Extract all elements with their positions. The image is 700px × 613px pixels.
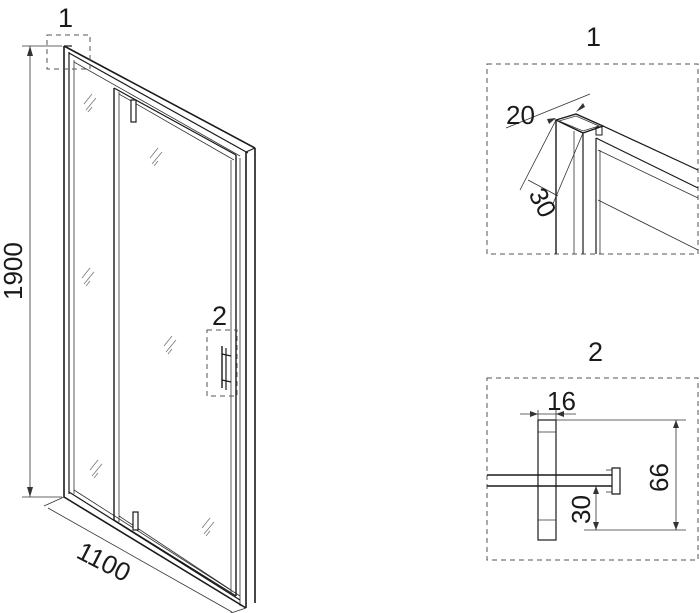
callout-1-label: 1 [58, 3, 73, 33]
detail-2-wall-profile [537, 419, 557, 541]
left-wall-profile [63, 45, 75, 497]
glass-reflection-marks [81, 93, 215, 537]
width-dimension-label: 1100 [72, 536, 135, 588]
callout-2-label: 2 [212, 301, 227, 331]
bottom-profile [63, 489, 247, 609]
callout-box-1 [46, 34, 91, 70]
top-profile [63, 45, 256, 157]
height-dimension-label: 1900 [0, 242, 28, 300]
door-leaf-frame [113, 87, 237, 597]
detail-1-dim-20-label: 20 [506, 100, 535, 130]
height-dimension-line [22, 45, 62, 498]
detail-1-title: 1 [586, 22, 601, 52]
detail-1-corner-profile [554, 113, 699, 254]
detail-2-dim-16-line [520, 410, 576, 420]
detail-2-title: 2 [588, 337, 603, 367]
detail-2-dim-66-label: 66 [644, 463, 674, 492]
bottom-pivot-hinge [132, 511, 139, 531]
detail-2-dim-30-label: 30 [566, 495, 596, 524]
detail-1-dim-30-line [519, 119, 584, 207]
detail-1-view [486, 63, 699, 255]
detail-2-dim-16-label: 16 [547, 386, 576, 416]
detail-2-dim-30-line [584, 486, 606, 531]
top-pivot-hinge [130, 99, 137, 123]
callout-box-2 [206, 329, 238, 397]
detail-2-frame [486, 377, 699, 561]
right-wall-profile [239, 147, 256, 608]
shower-door-main-view [22, 34, 256, 613]
detail-2-glass-and-seal [487, 467, 621, 495]
detail-1-dim-30-label: 30 [523, 183, 563, 223]
door-handle [221, 346, 232, 390]
width-dimension-line [43, 496, 247, 613]
detail-2-view [486, 377, 699, 561]
detail-1-frame [486, 63, 699, 255]
detail-2-dim-66-line [556, 419, 686, 531]
detail-1-dim-20-line [505, 93, 591, 129]
